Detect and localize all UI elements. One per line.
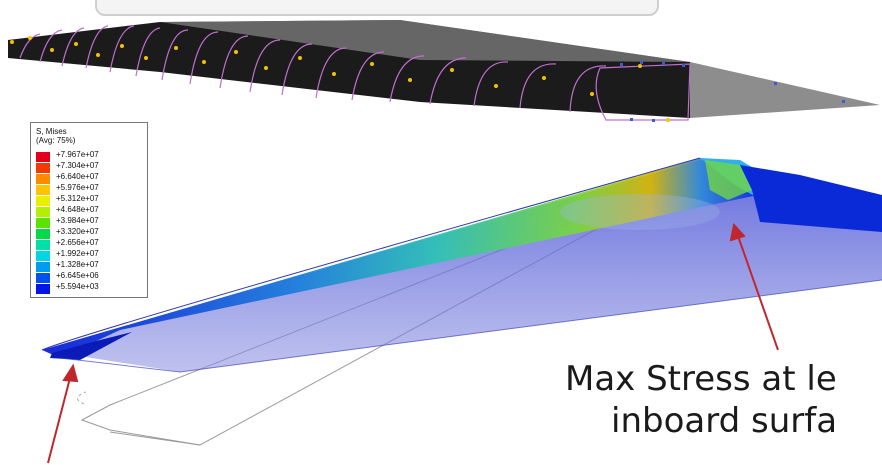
legend-row: +7.967e+07 — [36, 150, 144, 162]
legend-row: +4.648e+07 — [36, 205, 144, 217]
caption-line-1: Max Stress at le — [565, 359, 837, 399]
legend-swatch — [36, 251, 50, 261]
min-stress-arrow — [47, 377, 71, 464]
legend-value: +1.992e+07 — [56, 249, 99, 258]
top-frame-border — [95, 0, 659, 16]
legend-value: +7.967e+07 — [56, 150, 99, 159]
legend-title: S, Mises — [36, 127, 67, 136]
legend-row: +3.320e+07 — [36, 227, 144, 239]
legend-subtitle: (Avg: 75%) — [36, 136, 76, 145]
max-stress-arrow — [737, 235, 779, 351]
legend-swatch — [36, 240, 50, 250]
legend-swatch — [36, 229, 50, 239]
annotation-caption: Max Stress at le inboard surfa — [565, 358, 837, 442]
legend-value: +6.645e+06 — [56, 271, 99, 280]
legend-value: +1.328e+07 — [56, 260, 99, 269]
legend-swatch — [36, 174, 50, 184]
legend-row: +2.656e+07 — [36, 238, 144, 250]
legend-row: +5.976e+07 — [36, 183, 144, 195]
legend-row: +3.984e+07 — [36, 216, 144, 228]
legend-swatch — [36, 163, 50, 173]
legend-row: +1.328e+07 — [36, 260, 144, 272]
legend-swatch — [36, 152, 50, 162]
legend-value: +2.656e+07 — [56, 238, 99, 247]
annotation-arrows — [47, 222, 779, 464]
legend-value: +3.320e+07 — [56, 227, 99, 236]
legend-row: +6.645e+06 — [36, 271, 144, 283]
legend-value: +7.304e+07 — [56, 161, 99, 170]
stress-contour-blade — [41, 157, 882, 446]
max-stress-arrowhead — [729, 222, 746, 242]
stress-legend: S, Mises (Avg: 75%) +7.967e+07 +7.304e+07… — [30, 122, 148, 298]
legend-value: +3.984e+07 — [56, 216, 99, 225]
legend-value: +6.640e+07 — [56, 172, 99, 181]
legend-row: +5.594e+03 — [36, 282, 144, 294]
legend-swatch — [36, 196, 50, 206]
legend-value: +5.976e+07 — [56, 183, 99, 192]
legend-swatch — [36, 284, 50, 294]
legend-value: +5.594e+03 — [56, 282, 99, 291]
legend-value: +5.312e+07 — [56, 194, 99, 203]
legend-swatch — [36, 218, 50, 228]
legend-row: +6.640e+07 — [36, 172, 144, 184]
legend-row: +1.992e+07 — [36, 249, 144, 261]
legend-swatch — [36, 207, 50, 217]
legend-swatch — [36, 262, 50, 272]
legend-row: +5.312e+07 — [36, 194, 144, 206]
legend-row: +7.304e+07 — [36, 161, 144, 173]
legend-value: +4.648e+07 — [56, 205, 99, 214]
legend-swatch — [36, 185, 50, 195]
meshed-blade-model — [8, 20, 880, 122]
caption-line-2: inboard surfa — [611, 401, 838, 441]
legend-swatch — [36, 273, 50, 283]
min-stress-arrowhead — [62, 363, 79, 383]
